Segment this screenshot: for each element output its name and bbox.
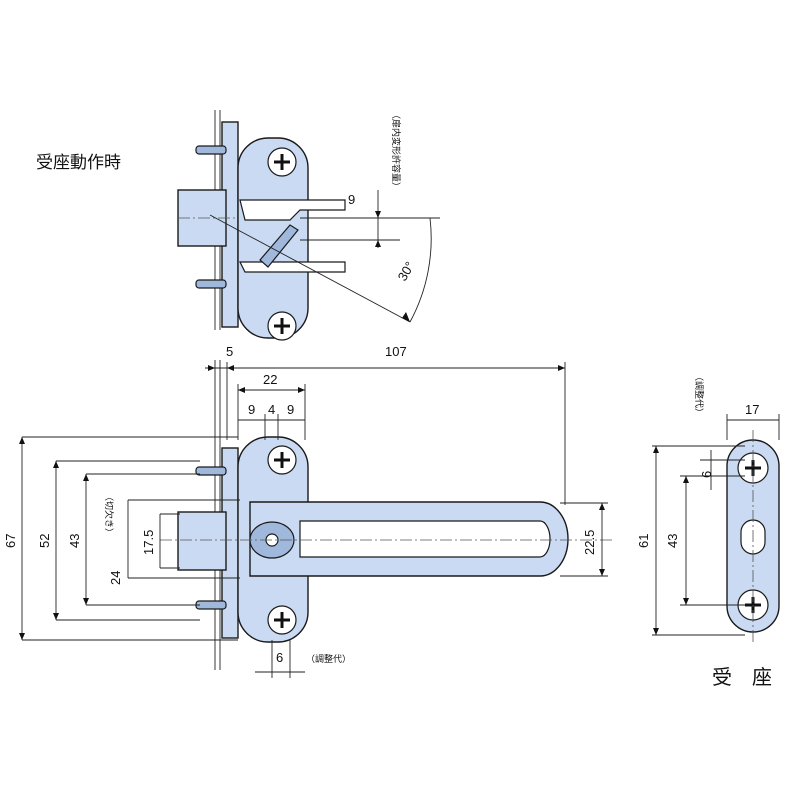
dim-17-right: 17 [745, 402, 759, 417]
dim-22-5: 22.5 [582, 530, 597, 555]
dim-6-bottom: 6 [276, 650, 283, 665]
pin-lower-top [195, 279, 227, 289]
dim-5: 5 [226, 344, 233, 359]
screw-top-lower [267, 311, 297, 341]
screw-top-upper [267, 147, 297, 177]
note-cut: （切欠き） [103, 492, 115, 537]
screw-front-upper [267, 445, 297, 475]
pin-upper-front [195, 466, 227, 476]
note-deform: （扉内変形許容量） [390, 110, 402, 191]
dim-43-right: 43 [665, 534, 680, 548]
dim-9-top: 9 [348, 192, 355, 207]
view-top-title: 受座動作時 [36, 153, 121, 173]
dim-52: 52 [37, 534, 52, 548]
dim-4: 4 [268, 402, 275, 417]
note-adjust-right: （調整代） [693, 372, 705, 417]
view-side-title: 受 座 [712, 665, 772, 689]
dim-6-right: 6 [699, 471, 714, 478]
dim-61: 61 [636, 534, 651, 548]
pin-upper-top [195, 145, 227, 155]
dim-9a: 9 [248, 402, 255, 417]
dim-24: 24 [108, 571, 123, 585]
screw-front-lower [267, 605, 297, 635]
dim-17-5: 17.5 [141, 530, 156, 555]
note-adjust-bottom: （調整代） [306, 653, 351, 665]
cylinder-front [177, 511, 227, 571]
dim-43: 43 [67, 534, 82, 548]
dim-67: 67 [3, 534, 18, 548]
dim-107: 107 [385, 344, 407, 359]
side-view [652, 414, 780, 645]
body-top [237, 137, 309, 339]
front-view [19, 360, 615, 678]
dim-9b: 9 [287, 402, 294, 417]
dim-angle: 30° [395, 259, 418, 284]
top-view [177, 110, 440, 341]
dim-22: 22 [263, 372, 277, 387]
pin-lower-front [195, 600, 227, 610]
